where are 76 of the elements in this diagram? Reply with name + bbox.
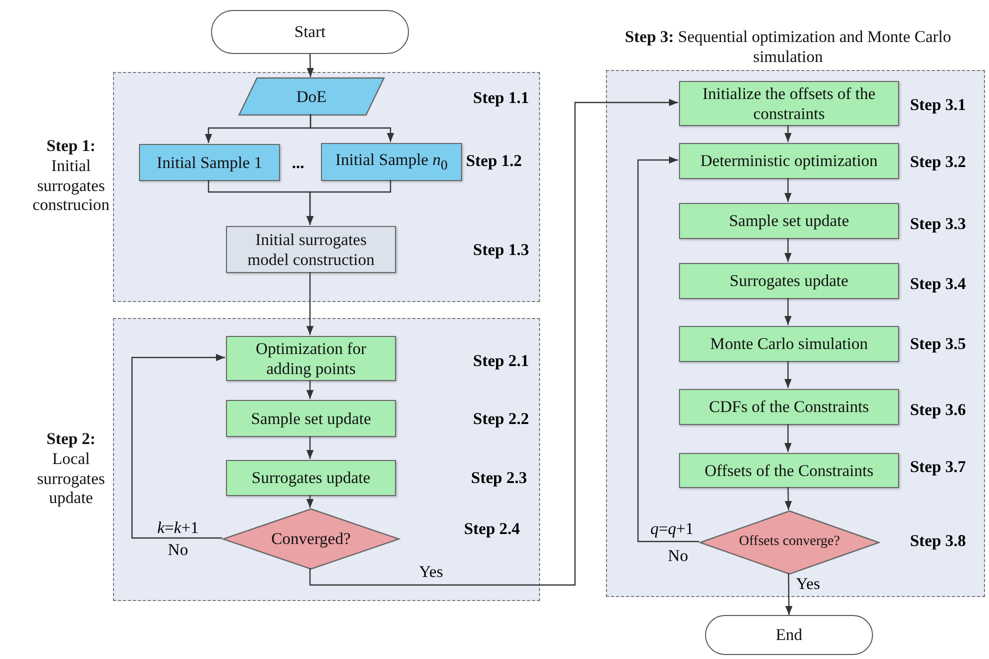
node-text: Initial surrogates model construction <box>246 228 376 270</box>
process-box <box>679 263 899 299</box>
step-label: Step 3.3 <box>910 214 966 234</box>
node-text: Initial Sample 1 <box>156 152 264 174</box>
arrow <box>309 98 678 586</box>
process-box <box>226 460 396 496</box>
node-text: Optimization for adding points <box>254 338 368 380</box>
step-label: Step 3.4 <box>910 274 966 294</box>
node-text: Initial Sample n$_{0}$ <box>334 149 449 174</box>
counter-label: q=q+1 <box>650 519 694 539</box>
arrow <box>784 361 792 388</box>
step-label: Step 1.1 <box>473 88 529 108</box>
process-box <box>321 143 462 181</box>
node-text: Sample set update <box>250 408 372 430</box>
node-text: Initialize the offsets of the constraints <box>702 82 876 124</box>
ellipsis-label: ... <box>292 153 304 173</box>
process-box <box>679 143 899 179</box>
decision-diamond <box>700 511 879 574</box>
step-label: Step 3.5 <box>910 334 966 354</box>
step-label: Step 3.2 <box>910 152 966 172</box>
arrow <box>784 298 792 325</box>
node-text: CDFs of the Constraints <box>708 396 870 418</box>
arrow <box>306 495 314 508</box>
node-text: Monte Carlo simulation <box>709 333 869 356</box>
terminal-box <box>211 10 409 54</box>
arrow <box>306 436 314 459</box>
node-text: Sample set update <box>728 210 850 232</box>
step-label: Step 3.6 <box>910 400 966 420</box>
step-label: Step 2.1 <box>473 351 529 371</box>
process-box <box>226 400 396 437</box>
process-box <box>226 226 396 273</box>
process-box <box>679 453 899 488</box>
process-box <box>226 336 396 381</box>
arrow <box>310 114 394 142</box>
arrow <box>784 486 792 510</box>
terminal-box <box>705 615 873 655</box>
decision-diamond <box>223 509 399 569</box>
step-heading: Step 3: Sequential optimization and Monte Carlo simulation <box>624 27 952 67</box>
node-text: Surrogates update <box>250 467 372 490</box>
node-text: Offsets converge? <box>738 533 841 552</box>
step-heading: Step 2: Local surrogates update <box>36 429 106 508</box>
process-box <box>679 389 899 425</box>
node-text: DoE <box>295 86 328 108</box>
process-box <box>679 326 899 362</box>
step-label: Step 2.3 <box>471 468 527 488</box>
process-box <box>679 203 899 239</box>
arrow <box>785 573 792 615</box>
step-label: Step 2.2 <box>473 409 529 429</box>
arrow <box>784 125 792 142</box>
arrow <box>637 156 699 542</box>
arrow <box>306 380 314 399</box>
step-label: Step 1.3 <box>473 240 529 260</box>
edge-label: Yes <box>795 574 821 594</box>
step-label: Step 3.1 <box>910 95 966 115</box>
step-heading: Step 1: Initial surrogates construcion <box>32 136 110 216</box>
data-parallelogram <box>239 78 384 115</box>
node-text: Converged? <box>270 528 352 550</box>
arrow <box>131 354 225 539</box>
arrow <box>784 238 792 262</box>
arrow <box>306 180 392 225</box>
node-text: End <box>774 624 804 646</box>
step-label: Step 2.4 <box>464 519 520 539</box>
node-text: Deterministic optimization <box>699 150 879 172</box>
arrow <box>306 54 314 78</box>
arrow <box>784 424 792 452</box>
node-text: Offsets of the Constraints <box>704 460 874 482</box>
counter-label: k=k+1 <box>157 518 199 538</box>
arrow <box>306 272 314 335</box>
node-text: Surrogates update <box>728 270 850 292</box>
process-box <box>139 144 280 181</box>
step-label: Step 3.7 <box>910 457 966 477</box>
node-text: Start <box>293 21 327 44</box>
process-box <box>679 81 899 126</box>
step-label: Step 3.8 <box>910 531 966 551</box>
arrow <box>784 178 792 202</box>
step-label: Step 1.2 <box>466 151 522 171</box>
